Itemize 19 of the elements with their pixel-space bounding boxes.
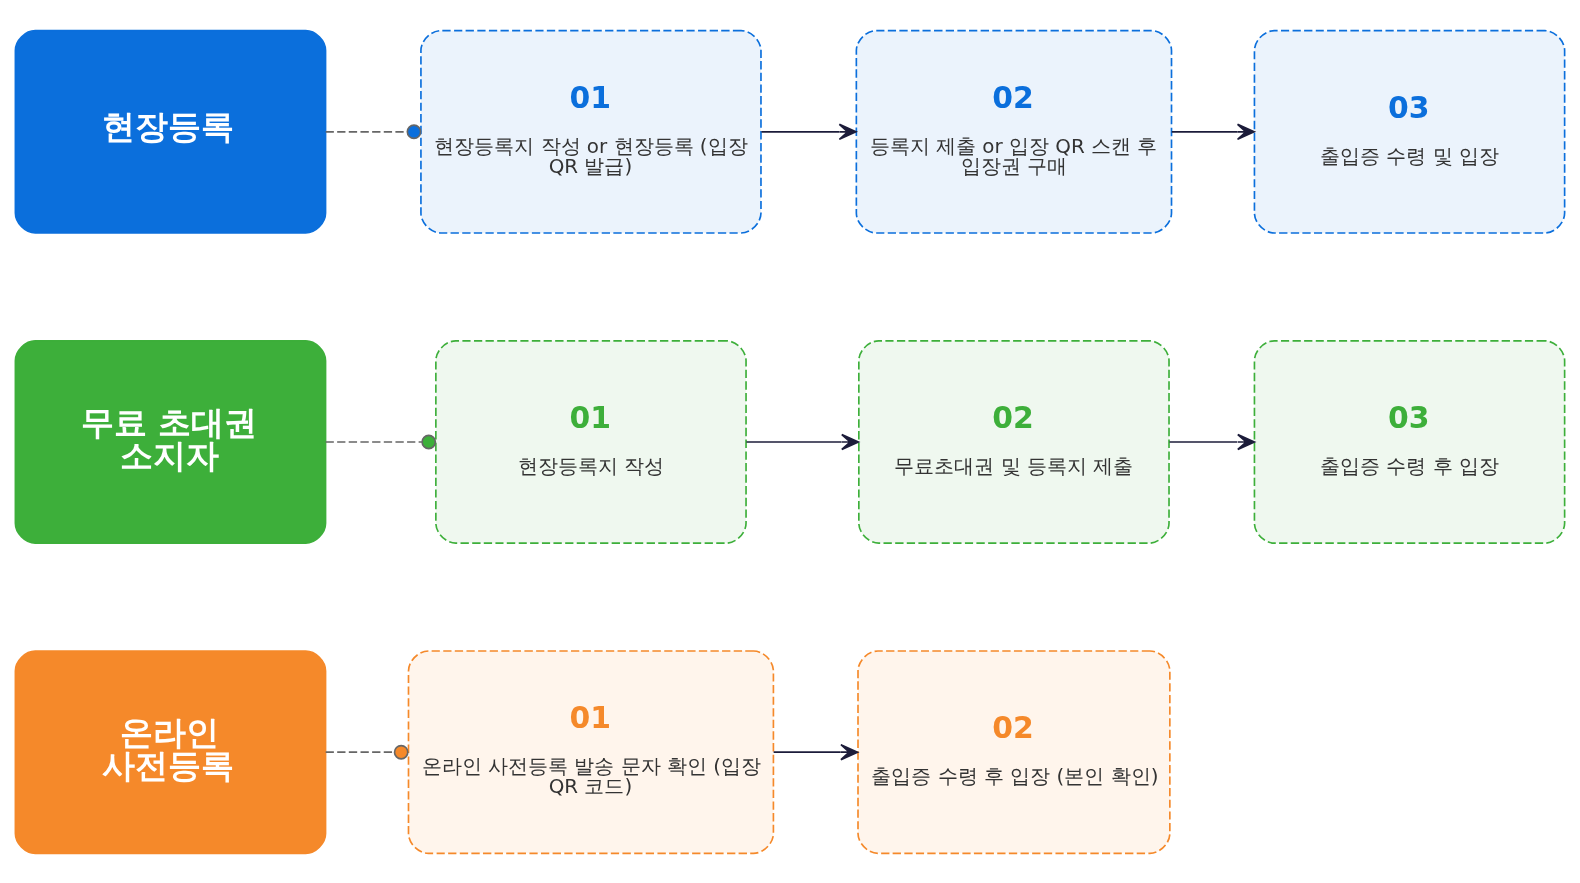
- connector: [324, 744, 409, 760]
- arrow: [1168, 433, 1256, 450]
- node-box: 02 무료초대권 및 등록지 제출: [858, 339, 1170, 544]
- node-box: 01 현장등록지 작성: [435, 339, 747, 544]
- node-box: 현장등록: [14, 29, 327, 234]
- arrow: [772, 743, 859, 760]
- node-box: 03 출입증 수령 및 입장: [1253, 29, 1566, 234]
- arrow: [745, 433, 860, 450]
- arrow: [1170, 123, 1255, 140]
- connector: [324, 123, 422, 139]
- node-box: 02 출입증 수령 후 입장 (본인 확인): [857, 649, 1171, 854]
- node-box: 02 등록지 제출 or 입장 QR 스캔 후 입장권 구매: [855, 29, 1173, 234]
- node-box: 01 현장등록지 작성 or 현장등록 (입장 QR 발급): [420, 29, 762, 234]
- arrow: [760, 123, 857, 140]
- node-box: 03 출입증 수령 후 입장: [1253, 339, 1566, 544]
- node-box: 무료 초대권 소지자: [14, 339, 327, 544]
- node-box: 01 온라인 사전등록 발송 문자 확인 (입장 QR 코드): [407, 649, 775, 854]
- connector: [324, 434, 437, 449]
- node-box: 온라인 사전등록: [14, 649, 327, 854]
